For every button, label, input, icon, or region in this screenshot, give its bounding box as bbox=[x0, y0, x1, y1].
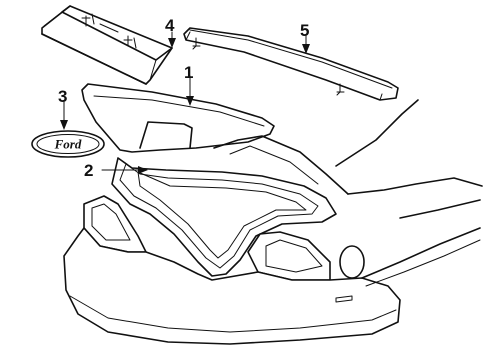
part-5-rear-spoiler bbox=[183, 27, 399, 101]
callout-1: 1 bbox=[184, 63, 193, 82]
leader-lines bbox=[60, 31, 310, 174]
part-3-emblem: Ford bbox=[31, 130, 105, 158]
callout-3: 3 bbox=[58, 87, 67, 106]
part-1-trunk-lid bbox=[81, 83, 275, 153]
callout-2: 2 bbox=[84, 161, 93, 180]
callout-5: 5 bbox=[300, 21, 309, 40]
car-rear-body bbox=[63, 99, 483, 345]
part-4-trim-panel bbox=[41, 5, 173, 85]
callout-4: 4 bbox=[165, 16, 175, 35]
emblem-text: Ford bbox=[54, 137, 82, 152]
